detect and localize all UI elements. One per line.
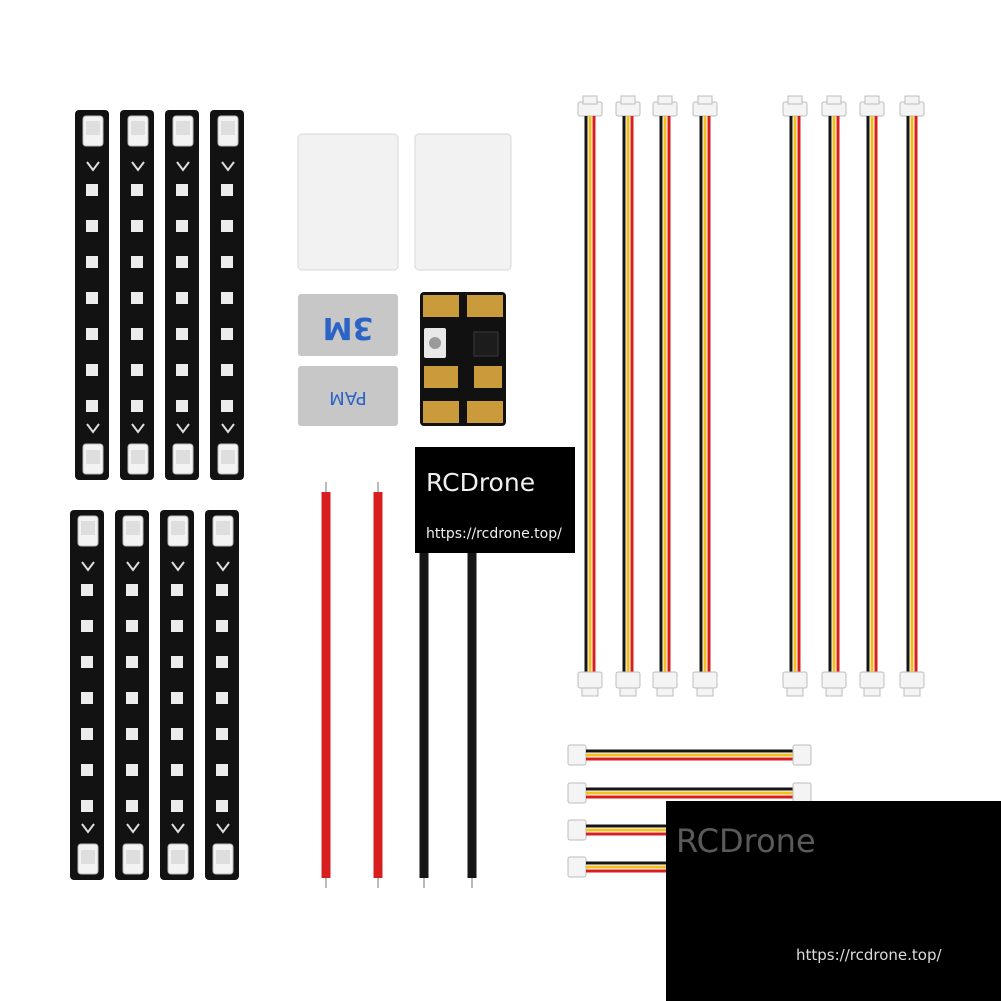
short-cable bbox=[566, 743, 813, 767]
led-strip bbox=[159, 509, 195, 881]
connector-cable bbox=[576, 94, 604, 698]
adhesive-pad bbox=[298, 294, 398, 356]
connector-cable bbox=[820, 94, 848, 698]
short-cable bbox=[566, 781, 813, 805]
led-strip bbox=[69, 509, 105, 881]
connector-cable bbox=[691, 94, 719, 698]
connector-cable bbox=[898, 94, 926, 698]
led-strip bbox=[204, 509, 240, 881]
led-strip bbox=[74, 109, 110, 481]
watermark-brand: RCDrone bbox=[676, 822, 816, 860]
watermark-box bbox=[415, 447, 575, 553]
connector-cable bbox=[858, 94, 886, 698]
watermark-url: https://rcdrone.top/ bbox=[426, 526, 562, 542]
watermark-url: https://rcdrone.top/ bbox=[796, 946, 942, 964]
connector-cable bbox=[614, 94, 642, 698]
watermark-box bbox=[666, 801, 1001, 1001]
led-strip bbox=[209, 109, 245, 481]
tape-logo: 3M bbox=[323, 310, 374, 345]
clear-sleeve bbox=[414, 133, 512, 271]
adhesive-pad bbox=[298, 366, 398, 426]
led-strip bbox=[114, 509, 150, 881]
connector-cable bbox=[781, 94, 809, 698]
tape-logo: PAM bbox=[329, 387, 367, 408]
led-strip bbox=[164, 109, 200, 481]
clear-sleeve bbox=[297, 133, 399, 271]
watermark-brand: RCDrone bbox=[426, 468, 536, 497]
connector-cable bbox=[651, 94, 679, 698]
led-strip bbox=[119, 109, 155, 481]
controller-board bbox=[420, 292, 506, 426]
